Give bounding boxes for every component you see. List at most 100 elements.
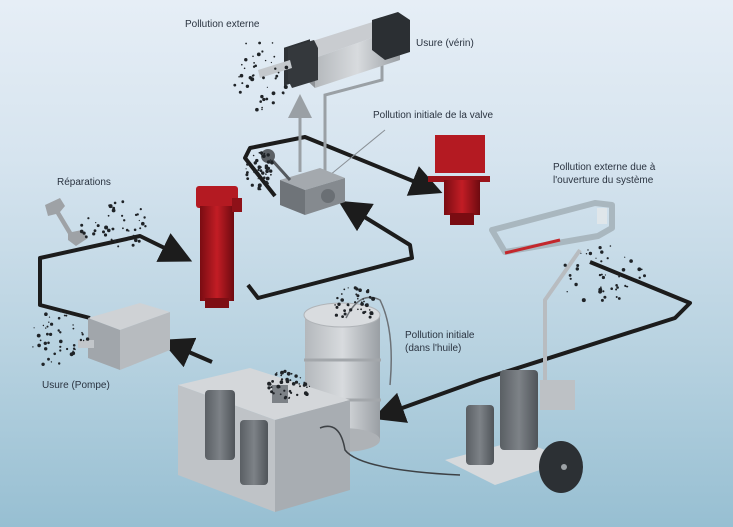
particle [81,333,84,336]
particle [113,201,117,205]
particle [144,225,147,228]
particle [252,65,256,68]
particle [624,256,626,258]
pipe-filter-to-valve [246,200,414,300]
particle [59,339,63,344]
particle [306,386,308,389]
particle [272,392,275,395]
particle [568,274,572,277]
particle [59,331,62,334]
particle [121,214,124,217]
particle [566,291,568,293]
particle [270,173,272,176]
particle [265,173,267,175]
particle [72,344,76,347]
particle [274,373,278,376]
particle [615,284,618,287]
particle [616,286,619,289]
particle [587,249,589,251]
particle [238,90,242,94]
particle [245,173,249,177]
label-reparations: Réparations [57,177,111,188]
particle [82,231,86,235]
particle [598,246,602,250]
particle [270,386,273,389]
particle [92,232,96,236]
particle [360,302,364,306]
particle [265,180,268,184]
particle [357,297,359,300]
particle [625,286,628,288]
particle [581,298,586,303]
particle [603,295,607,299]
particle [123,219,126,222]
particle [296,393,299,397]
particle [271,380,274,383]
particle [245,168,247,170]
particle [278,386,281,388]
particle [282,92,285,95]
particle [252,55,254,58]
particle [617,297,621,300]
particle [50,361,53,363]
particle [257,165,262,169]
particle [606,257,609,260]
particle [57,316,61,320]
particle [285,379,290,384]
particle [368,315,372,319]
particle [96,224,100,228]
particle [347,287,349,289]
particle [117,245,120,248]
particle [243,67,246,70]
particle [274,77,277,80]
particle [643,274,646,278]
hacksaw [489,200,615,255]
filter-cart [445,248,583,493]
particle [103,233,108,237]
particle [299,385,301,388]
particle [286,371,291,376]
particle [108,204,113,209]
particle [250,183,254,187]
label-pollution-huile-1: Pollution initiale [405,330,475,341]
particle [256,173,259,176]
particle [266,86,268,88]
particle [142,223,145,225]
particle [257,187,261,191]
particle [271,42,274,44]
particle [580,252,582,254]
particle [575,267,579,271]
particle [357,308,359,311]
particle [110,238,113,241]
return-filter [428,135,490,225]
particle [275,74,279,78]
particle [246,171,249,174]
leader-valve [329,129,386,176]
particle [132,234,135,238]
particle [244,58,248,62]
label-pollution-valve: Pollution initiale de la valve [373,110,494,121]
particle [32,346,34,348]
particle [259,100,263,103]
particle [290,372,293,375]
particle [294,374,298,378]
particle [637,267,642,272]
particle [600,286,602,289]
particle [245,84,250,89]
particle [610,287,613,291]
particle [277,71,280,74]
pipe-cylinder-return [323,62,384,172]
particle [265,176,270,181]
particle [270,61,272,64]
particle [113,239,117,243]
particle [270,390,274,394]
particle [261,50,264,53]
particle [122,227,124,230]
particle [266,153,270,157]
particle [271,101,275,105]
particle [74,348,76,351]
pressure-filter [196,186,242,308]
particle [265,169,269,173]
particle [47,341,50,345]
